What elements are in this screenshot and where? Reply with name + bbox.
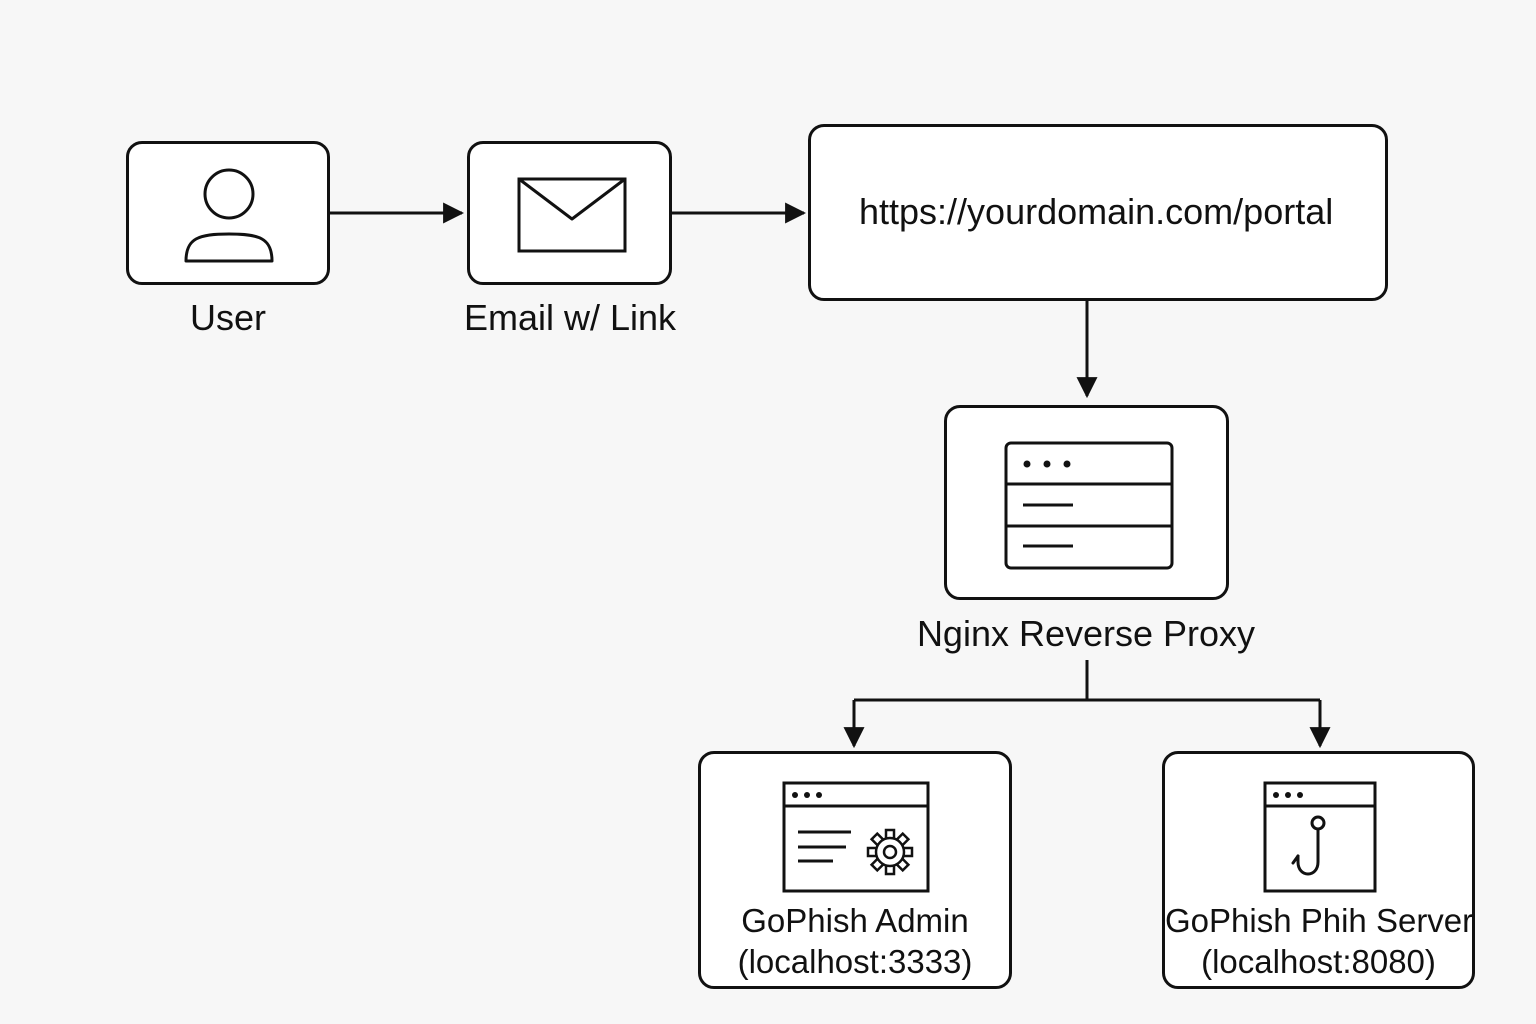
gophish-phish-server-title: GoPhish Phih Server xyxy=(1165,902,1474,939)
email-label: Email w/ Link xyxy=(463,297,677,338)
gophish-admin-address: (localhost:3333) xyxy=(737,943,973,981)
gophish-phish-server-node: GoPhish Phih Server (localhost:8080) xyxy=(1162,751,1475,989)
email-node xyxy=(467,141,672,285)
gophish-phish-server-label: GoPhish Phih Server (localhost:8080) xyxy=(1165,900,1474,983)
gophish-admin-title: GoPhish Admin xyxy=(741,902,969,939)
user-label: User xyxy=(189,297,266,338)
admin-window-gear-icon xyxy=(781,780,931,894)
gophish-phish-server-address: (localhost:8080) xyxy=(1201,943,1436,981)
proxy-node xyxy=(944,405,1229,600)
gophish-admin-node: GoPhish Admin (localhost:3333) xyxy=(698,751,1012,989)
window-fishhook-icon xyxy=(1262,780,1378,894)
portal-url-node: https://yourdomain.com/portal xyxy=(808,124,1388,301)
gophish-admin-label: GoPhish Admin (localhost:3333) xyxy=(701,900,1009,983)
user-icon xyxy=(179,164,279,264)
portal-url-text: https://yourdomain.com/portal xyxy=(859,191,1334,232)
server-icon xyxy=(1003,440,1175,572)
proxy-label: Nginx Reverse Proxy xyxy=(916,613,1256,654)
envelope-icon xyxy=(517,177,627,253)
user-node xyxy=(126,141,330,285)
